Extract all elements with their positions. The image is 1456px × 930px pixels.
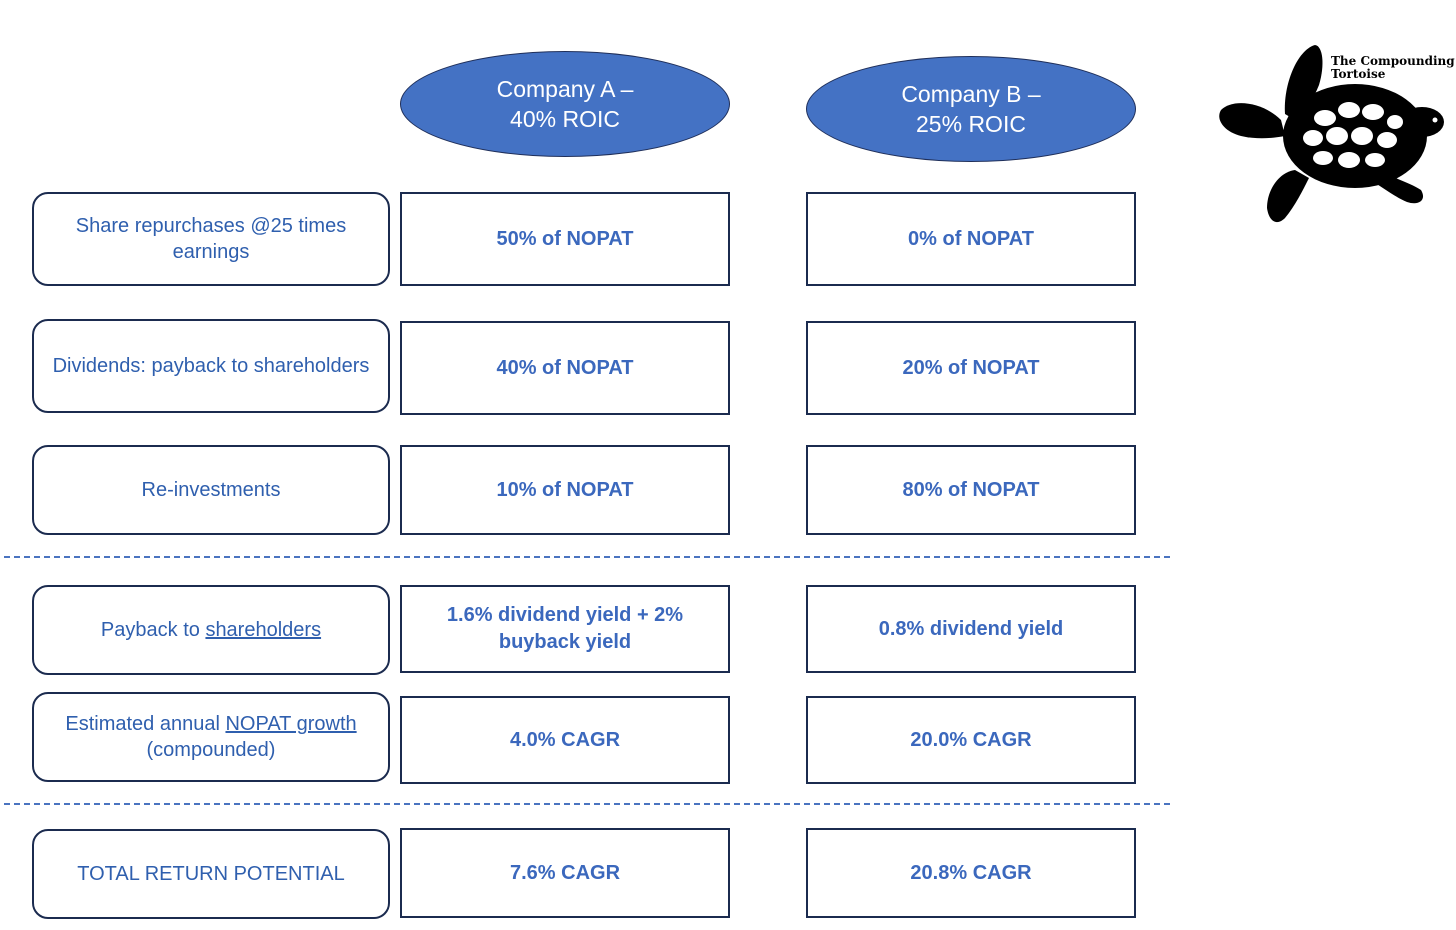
company-a-share-repurchases: 50% of NOPAT: [400, 192, 730, 286]
cell-value: 50% of NOPAT: [496, 227, 634, 250]
company-a-payback: 1.6% dividend yield + 2% buyback yield: [400, 585, 730, 673]
cell-value: 0.8% dividend yield: [878, 617, 1064, 640]
cell-value: 40% of NOPAT: [496, 356, 634, 379]
row-label-reinvestments: Re-investments: [32, 445, 390, 535]
row-label-dividends: Dividends: payback to shareholders: [32, 319, 390, 413]
section-divider: [4, 803, 1170, 805]
company-a-nopat-growth: 4.0% CAGR: [400, 696, 730, 784]
row-label-text: Share repurchases @25 times earnings: [75, 215, 347, 263]
company-b-nopat-growth: 20.0% CAGR: [806, 696, 1136, 784]
logo-line-2: Tortoise: [1331, 67, 1386, 81]
row-label-nopat-growth: Estimated annual NOPAT growth (compounded…: [32, 692, 390, 782]
company-b-share-repurchases: 0% of NOPAT: [806, 192, 1136, 286]
shareholders-link[interactable]: shareholders: [205, 619, 322, 641]
row-label-text: Re-investments: [141, 479, 281, 501]
company-a-dividends: 40% of NOPAT: [400, 321, 730, 415]
row-label-text: TOTAL RETURN POTENTIAL: [77, 863, 345, 885]
row-label-total-return: TOTAL RETURN POTENTIAL: [32, 829, 390, 919]
company-b-total-return: 20.8% CAGR: [806, 828, 1136, 918]
company-b-payback: 0.8% dividend yield: [806, 585, 1136, 673]
company-a-header: Company A – 40% ROIC: [400, 51, 730, 157]
cell-value: 10% of NOPAT: [496, 478, 634, 501]
nopat-growth-link[interactable]: NOPAT growth: [225, 713, 357, 735]
logo-line-1: The Compounding: [1331, 54, 1455, 68]
row-label-text: Payback to shareholders: [101, 617, 321, 643]
cell-value: 0% of NOPAT: [908, 227, 1034, 250]
row-label-payback: Payback to shareholders: [32, 585, 390, 675]
company-b-dividends: 20% of NOPAT: [806, 321, 1136, 415]
cell-value: 7.6% CAGR: [509, 861, 621, 884]
company-a-header-label: Company A – 40% ROIC: [496, 76, 634, 132]
row-label-prefix: Estimated annual: [65, 713, 226, 735]
logo-wordmark: The Compounding Tortoise: [1331, 55, 1456, 81]
company-b-header: Company B – 25% ROIC: [806, 56, 1136, 162]
company-a-reinvestments: 10% of NOPAT: [400, 445, 730, 535]
cell-value: 20.8% CAGR: [910, 861, 1032, 884]
cell-value: 20% of NOPAT: [902, 356, 1040, 379]
cell-value: 1.6% dividend yield + 2% buyback yield: [446, 604, 684, 653]
tortoise-icon: [1219, 45, 1444, 223]
row-label-share-repurchases: Share repurchases @25 times earnings: [32, 192, 390, 286]
section-divider: [4, 556, 1170, 558]
company-b-reinvestments: 80% of NOPAT: [806, 445, 1136, 535]
company-a-total-return: 7.6% CAGR: [400, 828, 730, 918]
row-label-text: Dividends: payback to shareholders: [52, 355, 370, 377]
cell-value: 4.0% CAGR: [509, 728, 621, 751]
cell-value: 80% of NOPAT: [902, 478, 1040, 501]
cell-value: 20.0% CAGR: [910, 728, 1032, 751]
row-label-text: Estimated annual NOPAT growth (compounded…: [65, 711, 356, 763]
row-label-prefix: Payback to: [100, 619, 206, 641]
row-label-suffix: (compounded): [146, 739, 276, 761]
company-b-header-label: Company B – 25% ROIC: [901, 81, 1041, 137]
